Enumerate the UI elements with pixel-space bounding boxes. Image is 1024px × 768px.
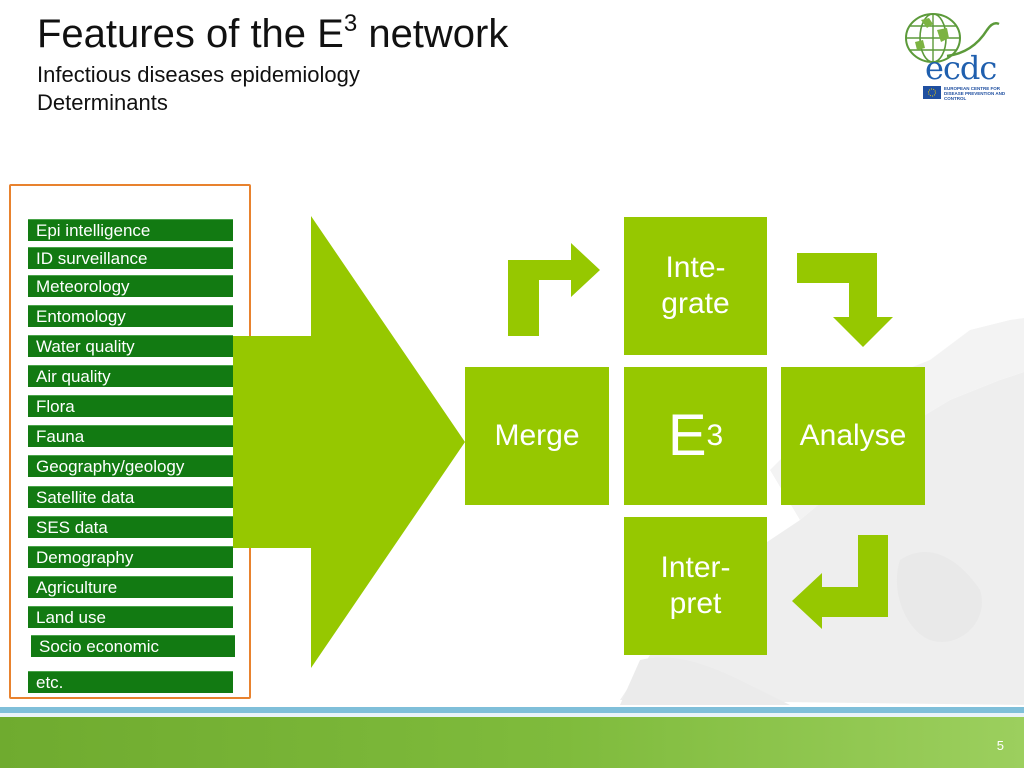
integrate-to-analyse-arrow: [797, 253, 893, 347]
big-right-arrow: [233, 216, 465, 668]
page-number: 5: [996, 738, 1004, 753]
title-text: Features of the E: [37, 12, 344, 56]
analyse-to-interpret-arrow: [792, 535, 888, 629]
list-item: Epi intelligence: [28, 219, 233, 241]
list-item: Meteorology: [28, 275, 233, 297]
analyse-box: Analyse: [781, 367, 925, 505]
list-item: ID surveillance: [28, 247, 233, 269]
merge-box: Merge: [465, 367, 609, 505]
interpret-box: Inter- pret: [624, 517, 767, 655]
globe-icon: [905, 13, 1000, 99]
list-item: Entomology: [28, 305, 233, 327]
list-item: Socio economic: [31, 635, 235, 657]
ecdc-logo: ecdc EUROPEAN CENTRE FOR DISEASE PREVENT…: [903, 8, 1011, 104]
list-item: Flora: [28, 395, 233, 417]
footer-green-band: [0, 717, 1024, 768]
subtitle-infectious: Infectious diseases epidemiology: [37, 62, 360, 87]
list-item: Agriculture: [28, 576, 233, 598]
integrate-box: Inte- grate: [624, 217, 767, 355]
footer-stripe-light: [0, 713, 1024, 717]
ecdc-wordmark: ecdc: [925, 49, 997, 87]
footer-band: [0, 707, 1024, 768]
list-item: Demography: [28, 546, 233, 568]
merge-to-integrate-arrow: [508, 243, 600, 336]
title-text-suffix: network: [357, 12, 509, 56]
title-superscript: 3: [343, 10, 358, 37]
list-item: Air quality: [28, 365, 233, 387]
list-item: Geography/geology: [28, 455, 233, 477]
subtitle-determinants: Determinants: [37, 90, 168, 115]
list-item: Satellite data: [28, 486, 233, 508]
ecdc-org-name: EUROPEAN CENTRE FOR DISEASE PREVENTION A…: [944, 86, 1006, 101]
list-item: SES data: [28, 516, 233, 538]
list-item: Land use: [28, 606, 233, 628]
list-item: Fauna: [28, 425, 233, 447]
list-item: etc.: [28, 671, 233, 693]
center-label: E: [667, 403, 707, 468]
list-item: Water quality: [28, 335, 233, 357]
footer-stripe: [0, 707, 1024, 713]
slide-title: Features of the E3 network: [37, 10, 508, 58]
